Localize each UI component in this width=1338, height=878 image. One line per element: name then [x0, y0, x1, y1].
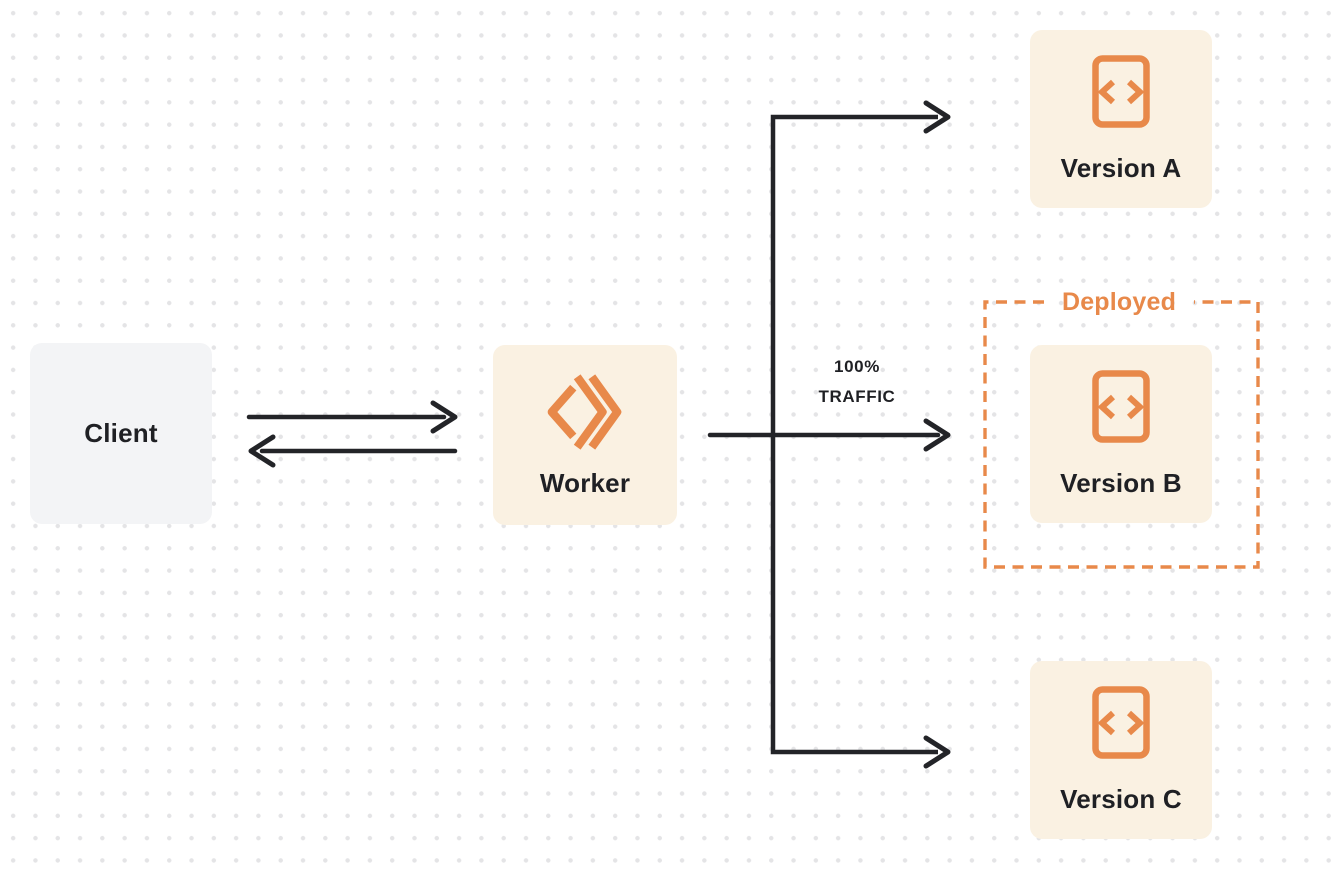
worker-node-label: Worker: [539, 468, 631, 498]
worker-to-client-arrow: [248, 434, 458, 468]
version-c-node: Version C: [1030, 661, 1212, 839]
traffic-word: TRAFFIC: [818, 387, 896, 406]
traffic-percent: 100%: [834, 357, 880, 376]
version-c-branch-arrow: [923, 735, 951, 769]
traffic-label: 100% TRAFFIC: [796, 352, 918, 412]
client-to-worker-arrow: [246, 400, 458, 434]
version-c-label: Version C: [1060, 783, 1182, 814]
version-a-label: Version A: [1060, 152, 1182, 183]
version-b-node: Version B: [1030, 345, 1212, 523]
worker-traffic-arrow: [707, 418, 951, 452]
workers-logo-icon: [544, 371, 626, 458]
client-node: Client: [30, 343, 212, 524]
code-icon: [1092, 54, 1150, 133]
deployed-label: Deployed: [1061, 287, 1177, 316]
version-branch-lines: [770, 114, 938, 755]
code-icon: [1092, 685, 1150, 764]
client-node-label: Client: [84, 418, 158, 448]
version-a-node: Version A: [1030, 30, 1212, 208]
version-a-branch-arrow: [923, 100, 951, 134]
version-b-label: Version B: [1060, 467, 1182, 498]
code-icon: [1092, 369, 1150, 448]
worker-node: Worker: [493, 345, 677, 525]
